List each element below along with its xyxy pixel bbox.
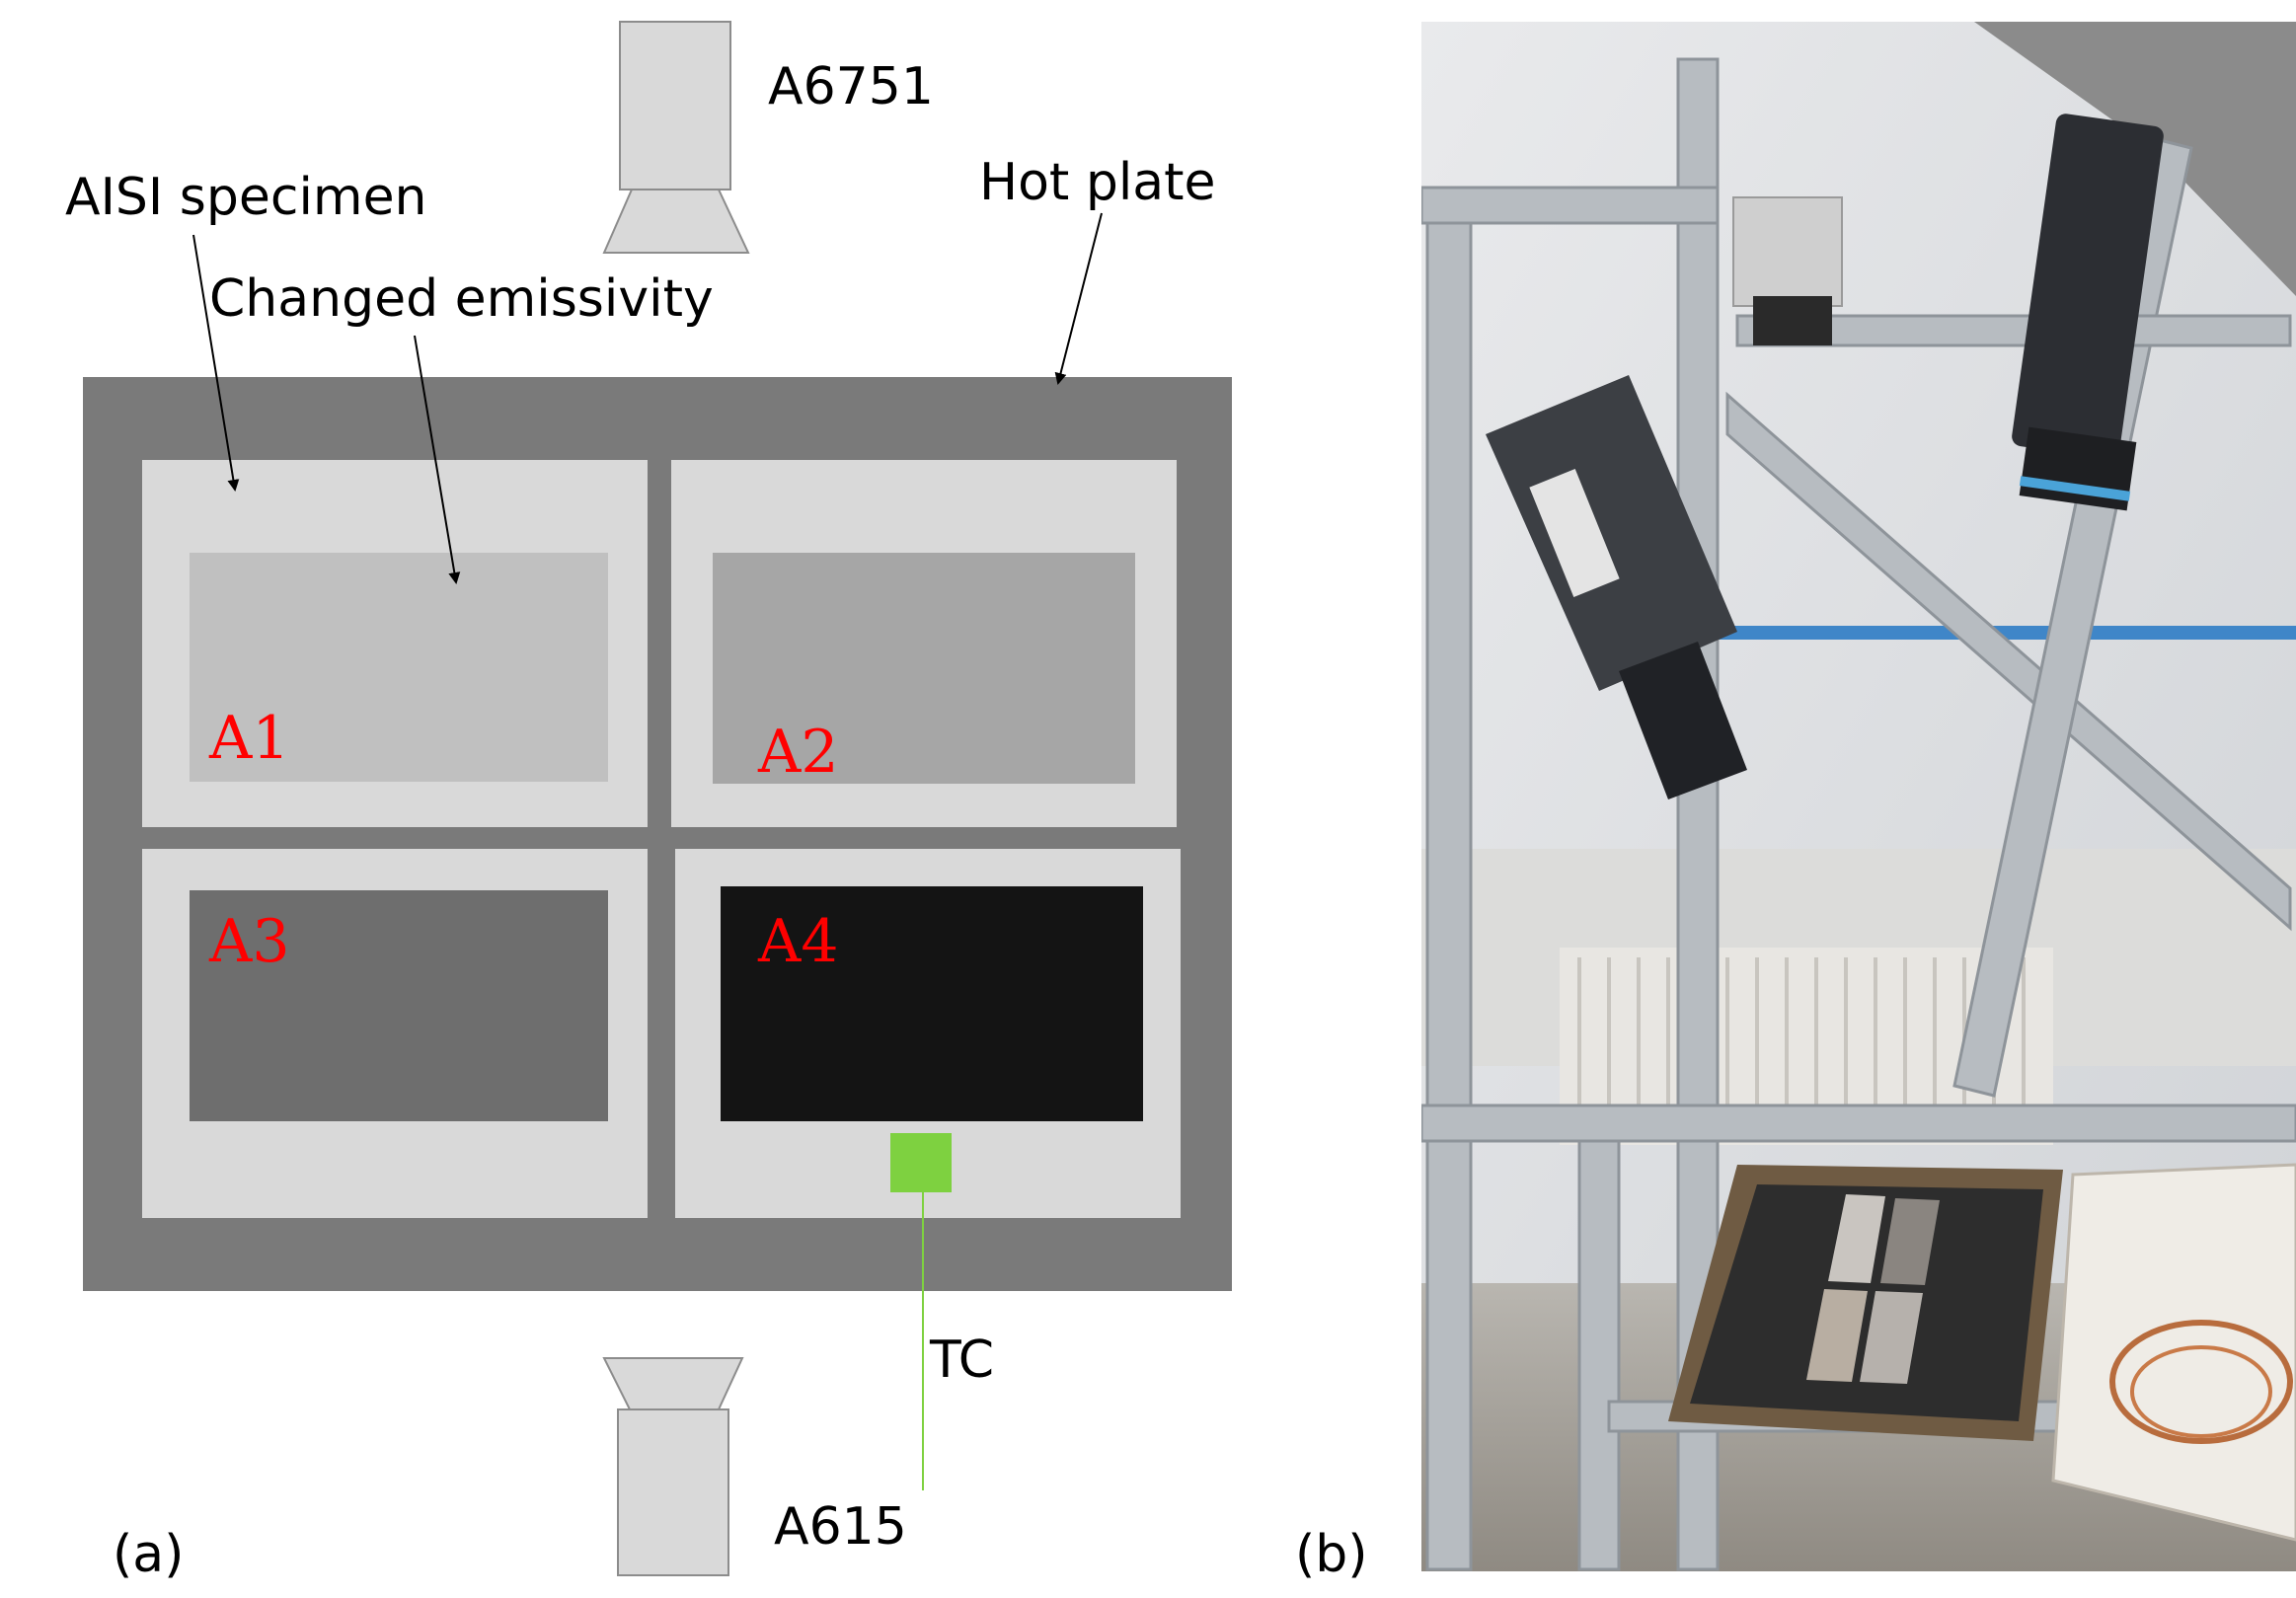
hot-plate-arrow bbox=[1054, 212, 1103, 385]
specimen-arrow bbox=[192, 234, 240, 492]
specimen-label: AISI specimen bbox=[65, 168, 427, 227]
small-camera-icon bbox=[1732, 196, 1843, 345]
area-a4 bbox=[721, 886, 1143, 1121]
area-a2 bbox=[713, 553, 1135, 784]
thermocouple-pad bbox=[890, 1133, 952, 1192]
hot-plate-label: Hot plate bbox=[979, 153, 1216, 212]
photo-hot-plate bbox=[1668, 1165, 2063, 1441]
flir-camera-right-icon bbox=[2012, 114, 2164, 511]
area-a4-label: A4 bbox=[757, 907, 839, 976]
area-a1-label: A1 bbox=[208, 704, 290, 773]
thermocouple-label: TC bbox=[929, 1331, 994, 1390]
area-a2-label: A2 bbox=[757, 718, 839, 787]
schematic-panel: A6751 AISI specimen Changed emissivity H… bbox=[65, 21, 1232, 1584]
flir-camera-left-icon bbox=[1486, 375, 1747, 799]
area-a3-label: A3 bbox=[208, 907, 290, 976]
area-a3 bbox=[190, 890, 608, 1121]
top-camera-label: A6751 bbox=[768, 57, 934, 116]
panel-b-label: (b) bbox=[1295, 1525, 1368, 1584]
bottom-camera-icon bbox=[602, 1357, 744, 1576]
emissivity-arrow bbox=[414, 335, 461, 584]
bottom-camera-label: A615 bbox=[774, 1497, 907, 1557]
panel-a-label: (a) bbox=[113, 1525, 184, 1584]
emissivity-label: Changed emissivity bbox=[209, 269, 714, 329]
top-camera-icon bbox=[602, 21, 750, 254]
photo-panel: (b) bbox=[1295, 22, 2296, 1584]
area-a1 bbox=[190, 553, 608, 782]
